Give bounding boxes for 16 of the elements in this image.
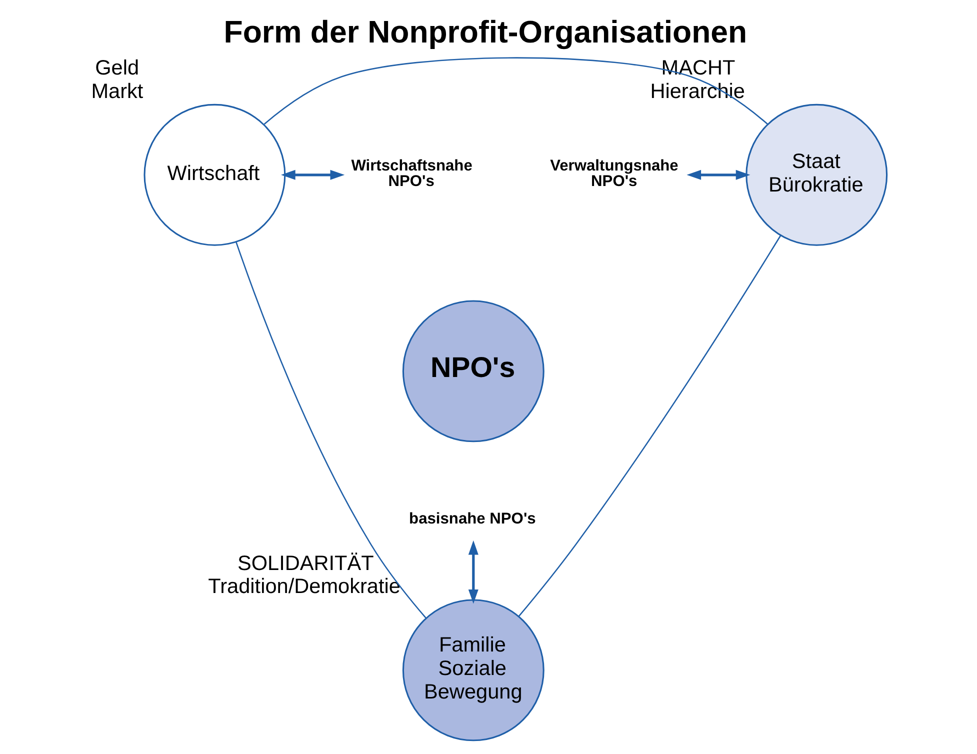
connector [235, 242, 426, 618]
node-text: basisnahe NPO's [408, 510, 536, 528]
node-circle: Wirtschaft [143, 104, 286, 246]
connector [518, 235, 781, 617]
diagram-title: Form der Nonprofit-Organisationen [223, 14, 747, 50]
node-label: Geld Markt [90, 56, 143, 103]
node-circle: Staat Bürokratie [745, 104, 888, 246]
node-text: Verwaltungsnahe NPO's [550, 157, 678, 190]
node-label: SOLIDARITÄT Tradition/Demokratie [208, 552, 400, 598]
node-text: Wirtschaftsnahe NPO's [350, 157, 472, 190]
arrow [280, 170, 344, 180]
node-circle: Familie Soziale Bewegung [402, 599, 544, 742]
node-circle: NPO's [402, 300, 544, 442]
connector [263, 57, 768, 125]
arrow [468, 540, 478, 604]
arrow [686, 170, 750, 180]
